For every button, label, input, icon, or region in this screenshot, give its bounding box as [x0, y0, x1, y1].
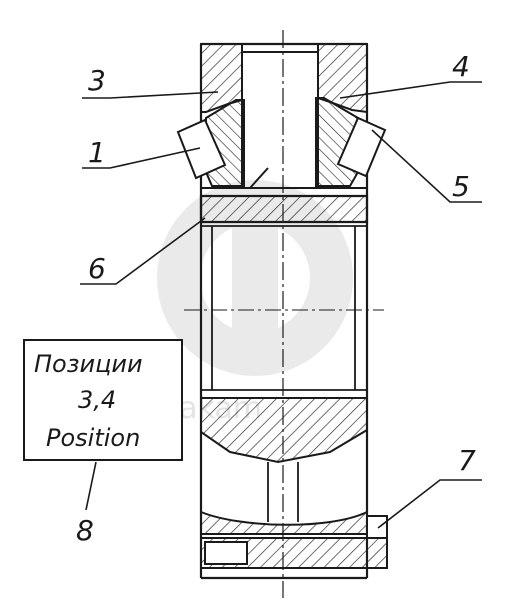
leader-lines	[80, 81, 482, 529]
note-line-2: 3,4	[78, 386, 116, 414]
callout-1: 1	[88, 136, 106, 169]
callout-3: 3	[88, 64, 106, 97]
callout-4: 4	[452, 50, 470, 83]
shaft	[241, 44, 319, 189]
inner-cavity	[201, 225, 367, 391]
lower-chamber	[267, 462, 299, 522]
bearing-left	[176, 99, 245, 187]
bottom-bowl	[200, 510, 368, 535]
note-box: Позиции 3,4 Position	[23, 339, 183, 461]
bottom-plug	[200, 515, 388, 569]
lower-cone	[200, 397, 368, 464]
callout-7: 7	[458, 444, 476, 477]
note-line-3: Position	[46, 424, 140, 452]
callout-6: 6	[88, 252, 106, 285]
note-line-1: Позиции	[34, 350, 143, 378]
callout-5: 5	[452, 170, 470, 203]
callout-8: 8	[76, 514, 94, 547]
bearing-right	[315, 97, 387, 187]
plate-6	[199, 194, 369, 224]
